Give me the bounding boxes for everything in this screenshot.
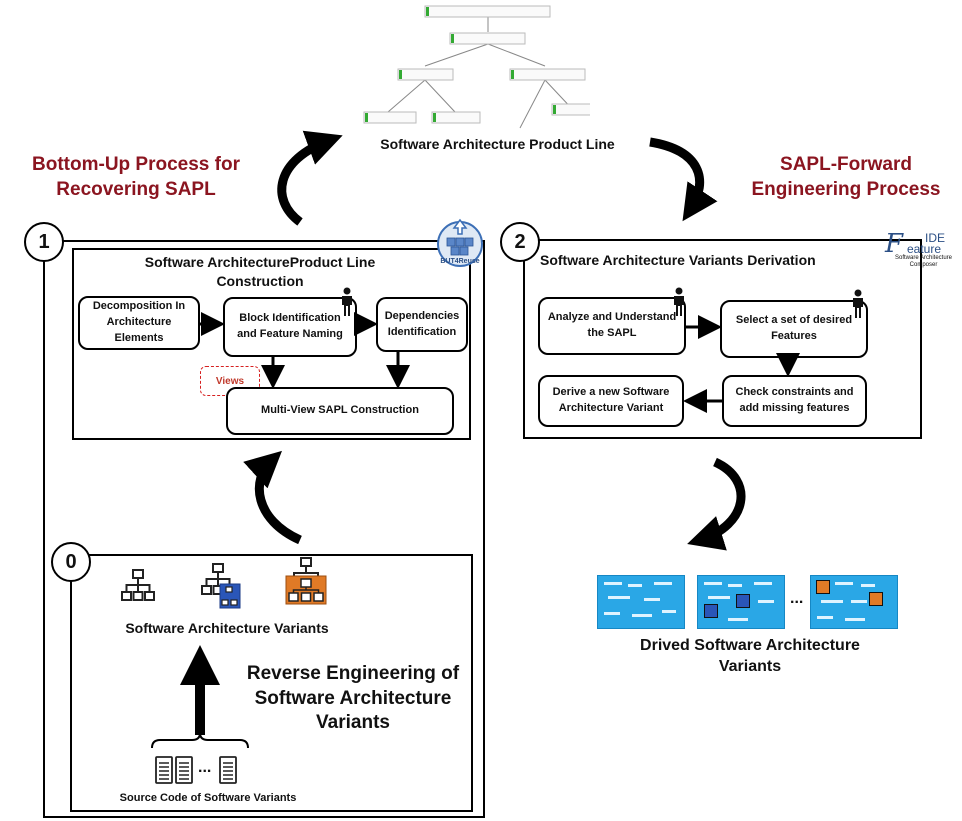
right-heading: SAPL-Forward Engineering Process — [751, 154, 941, 201]
section2-number: 2 — [500, 222, 540, 262]
section1-number: 1 — [24, 222, 64, 262]
source-files: ... — [154, 755, 254, 789]
top-mini-diagram — [360, 0, 593, 130]
variant-icon-blue — [200, 562, 242, 615]
section0-number: 0 — [51, 542, 91, 582]
but4reuse-icon — [437, 218, 483, 267]
hierarchy-blue-icon — [201, 563, 241, 609]
drived-variant-tile — [697, 575, 785, 629]
select-step: Select a set of desired Features — [720, 300, 868, 358]
but4reuse-label: BUT4Reuse — [440, 258, 480, 265]
mini-tree — [363, 5, 593, 129]
source-ellipsis: ... — [198, 759, 212, 776]
orange-block — [869, 592, 883, 606]
variants-label: Software Architecture Variants — [125, 620, 329, 636]
drived-variant-tile — [597, 575, 685, 629]
derive-step: Derive a new Software Architecture Varia… — [538, 375, 684, 427]
views-label: Views — [215, 375, 245, 387]
featureide-logo: F IDE eature Software Architecture Compo… — [885, 229, 962, 275]
but4reuse-logo: BUT4Reuse — [433, 218, 487, 268]
multiview-step: Multi-View SAPL Construction — [226, 387, 454, 435]
hierarchy-icon — [121, 569, 155, 601]
drived-variant-tile — [810, 575, 898, 629]
check-step: Check constraints and add missing featur… — [722, 375, 867, 427]
person-icon — [674, 287, 684, 316]
hierarchy-orange-icon — [285, 557, 327, 605]
sapl-title: Software Architecture Product Line — [380, 136, 615, 152]
file-icon — [219, 756, 237, 784]
variant-icon-plain — [120, 568, 156, 607]
drived-label: Drived Software Architecture Variants — [640, 637, 860, 675]
left-heading: Bottom-Up Process for Recovering SAPL — [32, 154, 240, 201]
dependencies-step: Dependencies Identification — [376, 297, 468, 352]
blue-block — [736, 594, 750, 608]
sapl-construction-title: Software ArchitectureProduct Line Constr… — [144, 254, 376, 289]
featureide-logo-ide: IDE — [925, 231, 946, 245]
analyze-step: Analyze and Understand the SAPL — [538, 297, 686, 355]
variant-icon-orange — [284, 556, 328, 615]
orange-block — [816, 580, 830, 594]
source-code-label: Source Code of Software Variants — [119, 792, 297, 804]
person-icon — [342, 287, 352, 316]
featureide-logo-f: F — [885, 229, 904, 259]
decomposition-step: Decomposition In Architecture Elements — [78, 296, 200, 350]
section2-title: Software Architecture Variants Derivatio… — [540, 252, 816, 268]
file-icon-group — [155, 756, 193, 784]
featureide-caption: Software Architecture Composer — [894, 255, 953, 268]
block-identification-step: Block Identification and Feature Naming — [223, 297, 357, 357]
reverse-engineering-label: Reverse Engineering of Software Architec… — [246, 663, 460, 734]
featureide-logo-eature: eature — [907, 242, 942, 256]
person-icon — [853, 289, 863, 318]
drived-ellipsis: ... — [790, 590, 804, 607]
blue-block — [704, 604, 718, 618]
